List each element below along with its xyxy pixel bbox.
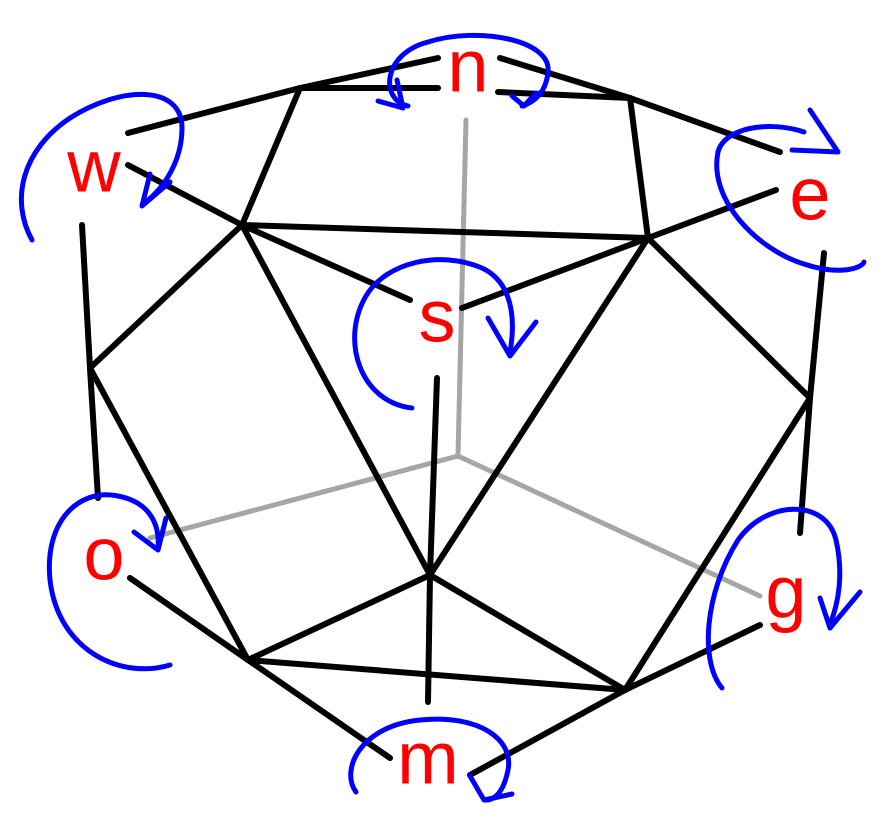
label-g: g xyxy=(765,551,806,634)
label-m: m xyxy=(397,717,459,800)
edge xyxy=(125,162,245,228)
label-w: w xyxy=(66,125,121,208)
edge xyxy=(245,657,628,693)
rotation-arrows xyxy=(18,32,867,803)
rotation-arrow-o xyxy=(46,492,173,672)
edge xyxy=(467,687,628,778)
edge xyxy=(239,222,433,578)
edge xyxy=(427,235,651,578)
edge xyxy=(127,575,251,663)
edge xyxy=(427,572,628,693)
visible-edges xyxy=(79,55,827,778)
edge xyxy=(645,235,813,401)
edge xyxy=(79,222,93,371)
label-e: e xyxy=(789,153,830,236)
label-o: o xyxy=(83,513,124,596)
edge xyxy=(459,235,651,311)
rotation-arrow-w xyxy=(18,91,185,243)
edge xyxy=(245,572,433,663)
rotation-arrow-n xyxy=(375,32,551,111)
edge xyxy=(239,85,303,228)
edge xyxy=(87,222,245,371)
edge xyxy=(627,95,783,155)
hidden-edge-center-left xyxy=(147,453,461,541)
edge xyxy=(125,85,303,136)
hidden-edge-center-right xyxy=(455,453,763,599)
hidden-edge-center-up xyxy=(455,117,469,459)
edge xyxy=(425,572,433,705)
edge xyxy=(807,250,827,401)
edge xyxy=(627,95,651,241)
edge xyxy=(239,222,651,241)
rotation-arrow-m xyxy=(348,716,515,803)
edge xyxy=(495,89,633,101)
edge xyxy=(87,365,251,663)
label-s: s xyxy=(419,275,456,358)
edge xyxy=(622,622,763,693)
edge xyxy=(239,222,413,303)
label-n: n xyxy=(447,25,488,108)
edge xyxy=(645,187,779,241)
rotation-arrow-g xyxy=(705,506,863,691)
rotation-arrow-e xyxy=(714,107,867,273)
edge xyxy=(297,55,441,91)
edge xyxy=(622,395,813,693)
edge xyxy=(497,55,633,101)
hidden-edges xyxy=(147,117,763,599)
edge xyxy=(87,365,101,501)
vertex-labels: n w e s o g m xyxy=(66,25,830,800)
rotation-arrow-s xyxy=(352,257,539,411)
edge xyxy=(427,375,440,578)
